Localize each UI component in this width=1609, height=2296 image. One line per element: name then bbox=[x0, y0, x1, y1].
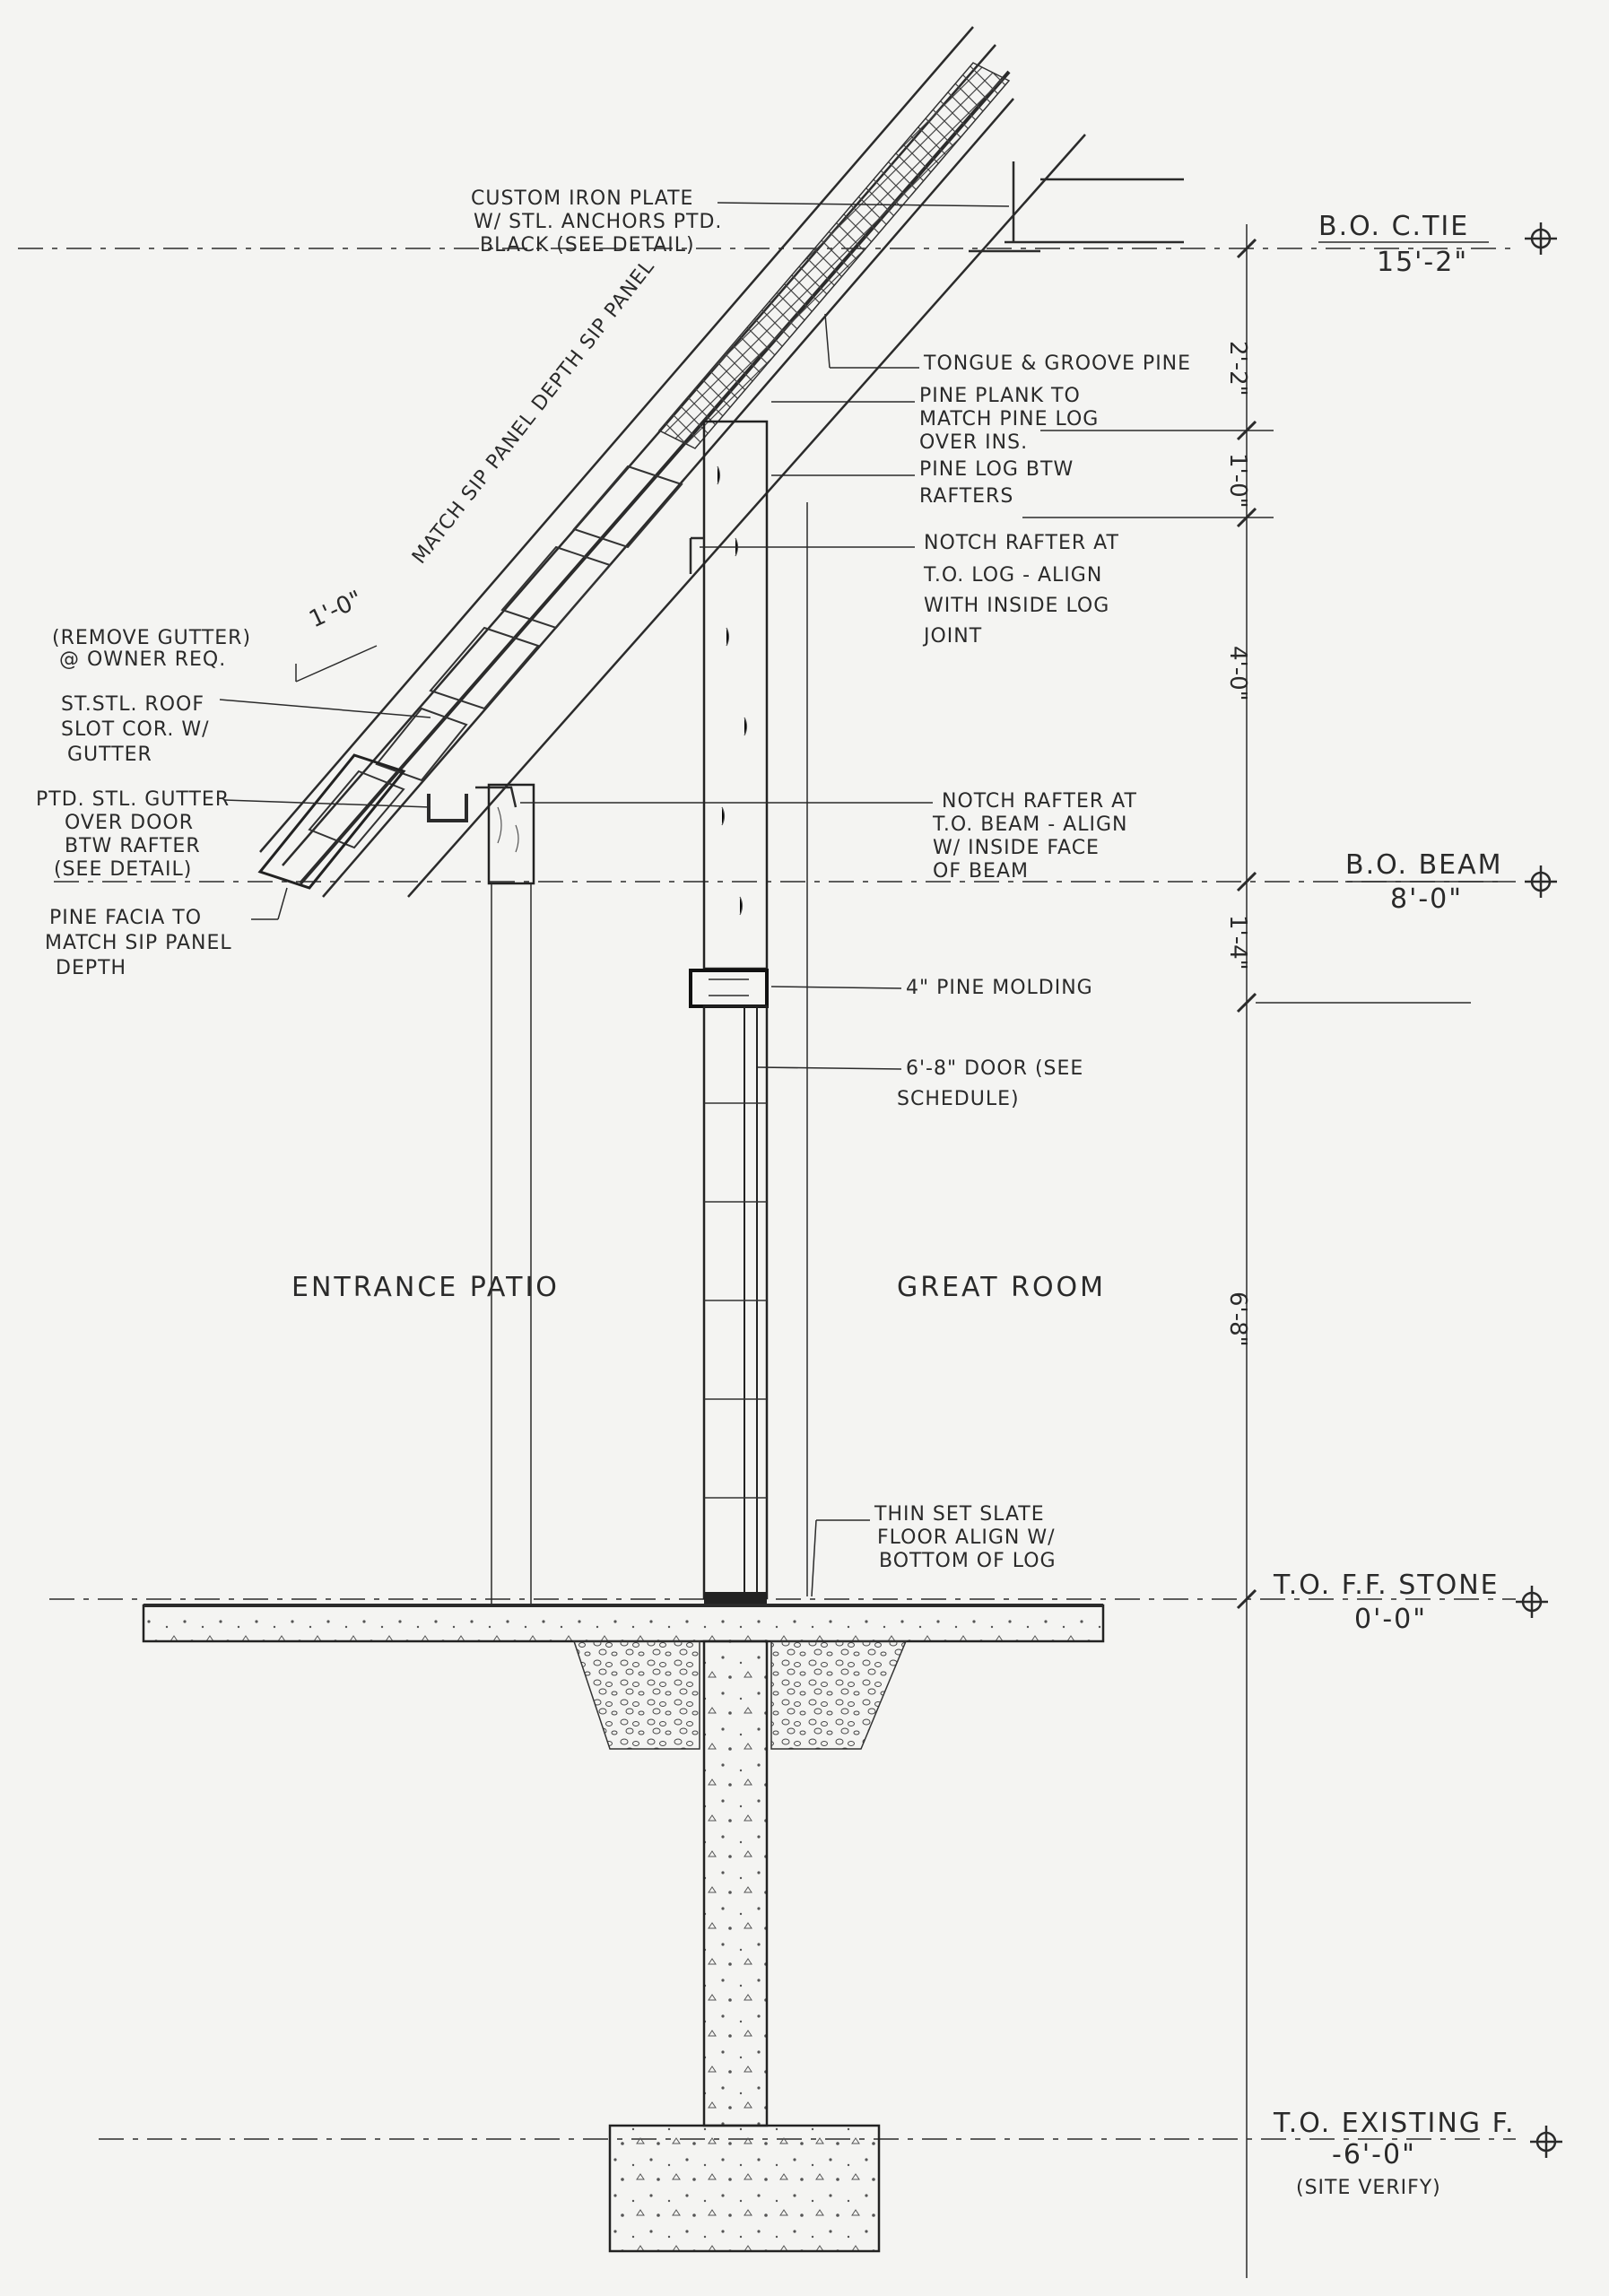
callout-line: CUSTOM IRON PLATE bbox=[471, 187, 693, 210]
callout-line: WITH INSIDE LOG bbox=[924, 595, 1109, 617]
callout-line: (SEE DETAIL) bbox=[54, 858, 192, 881]
callout-line: T.O. BEAM - ALIGN bbox=[932, 813, 1127, 836]
level-marker-to-ff-stone: T.O. F.F. STONE 0'-0" bbox=[1273, 1570, 1548, 1635]
callout-line: 4" PINE MOLDING bbox=[906, 977, 1093, 999]
door-section bbox=[702, 1004, 769, 1605]
level-elev: 15'-2" bbox=[1377, 247, 1468, 278]
dim-1-0: 1'-0" bbox=[1224, 453, 1251, 509]
callout-line: NOTCH RAFTER AT bbox=[924, 532, 1119, 554]
callout-line: BLACK (SEE DETAIL) bbox=[480, 234, 695, 257]
level-name: T.O. F.F. STONE bbox=[1273, 1570, 1500, 1601]
room-label-great-room: GREAT ROOM bbox=[897, 1272, 1106, 1303]
dim-1-4: 1'-4" bbox=[1224, 915, 1251, 970]
callout-line: MATCH SIP PANEL bbox=[45, 932, 232, 954]
callout-line: OF BEAM bbox=[933, 860, 1029, 883]
level-name: B.O. C.TIE bbox=[1318, 211, 1469, 242]
callout-line: OVER INS. bbox=[919, 431, 1028, 454]
level-lines bbox=[18, 248, 1516, 2140]
callout-line: W/ STL. ANCHORS PTD. bbox=[474, 211, 722, 233]
callout-line: OVER DOOR bbox=[65, 812, 194, 834]
callout-tongue-groove: TONGUE & GROOVE PINE bbox=[824, 313, 1191, 375]
foundation-stem-wall bbox=[702, 1639, 769, 2127]
callout-line: NOTCH RAFTER AT bbox=[942, 790, 1137, 813]
beam-left bbox=[487, 783, 535, 885]
callout-pine-log: PINE LOG BTW RAFTERS bbox=[771, 458, 1074, 508]
dim-2-2: 2'-2" bbox=[1224, 341, 1251, 396]
roof-sip-label: MATCH SIP PANEL DEPTH SIP PANEL bbox=[408, 256, 659, 569]
callout-line: PINE FACIA TO bbox=[49, 907, 202, 929]
callout-line: W/ INSIDE FACE bbox=[933, 837, 1100, 859]
floor-slab bbox=[142, 1604, 1105, 1643]
callout-line: SLOT COR. W/ bbox=[61, 718, 210, 741]
callout-line: BOTTOM OF LOG bbox=[879, 1550, 1057, 1572]
gravel-fill bbox=[572, 1640, 908, 1750]
callout-line: GUTTER bbox=[67, 744, 152, 766]
callout-line: DEPTH bbox=[56, 957, 126, 979]
level-marker-bo-c-tie: B.O. C.TIE 15'-2" bbox=[1318, 211, 1557, 278]
callout-pine-plank: PINE PLANK TO MATCH PINE LOG OVER INS. bbox=[771, 385, 1099, 454]
callout-roof-slot: ST.STL. ROOF SLOT COR. W/ GUTTER bbox=[61, 693, 431, 766]
level-name: T.O. EXISTING F. bbox=[1273, 2108, 1516, 2139]
callout-line: ST.STL. ROOF bbox=[61, 693, 204, 716]
pine-molding bbox=[689, 969, 769, 1008]
callout-line: FLOOR ALIGN W/ bbox=[877, 1526, 1056, 1549]
callout-slate: THIN SET SLATE FLOOR ALIGN W/ BOTTOM OF … bbox=[811, 1503, 1057, 1597]
callout-ptd-gutter: PTD. STL. GUTTER OVER DOOR BTW RAFTER (S… bbox=[36, 788, 431, 881]
callout-line: PINE PLANK TO bbox=[919, 385, 1081, 407]
callout-line: 6'-8" DOOR (SEE bbox=[906, 1057, 1083, 1080]
callout-molding: 4" PINE MOLDING bbox=[770, 977, 1093, 999]
level-elev: 0'-0" bbox=[1354, 1604, 1427, 1635]
dim-6-8: 6'-8" bbox=[1224, 1292, 1251, 1347]
level-marker-to-existing-f: T.O. EXISTING F. -6'-0" (SITE VERIFY) bbox=[1273, 2108, 1562, 2199]
guide-lines bbox=[491, 502, 808, 1605]
callout-door: 6'-8" DOOR (SEE SCHEDULE) bbox=[757, 1057, 1083, 1110]
callout-line: JOINT bbox=[922, 625, 982, 648]
callout-line: PINE LOG BTW bbox=[919, 458, 1074, 481]
dim-roof-eave: 1'-0" bbox=[305, 586, 366, 633]
callout-line: RAFTERS bbox=[919, 485, 1013, 508]
callout-line: (REMOVE GUTTER) bbox=[52, 627, 251, 649]
callout-line: PTD. STL. GUTTER bbox=[36, 788, 230, 811]
callout-line: BTW RAFTER bbox=[65, 835, 201, 857]
level-name: B.O. BEAM bbox=[1345, 849, 1503, 881]
callout-line: SCHEDULE) bbox=[897, 1088, 1020, 1110]
level-note: (SITE VERIFY) bbox=[1296, 2177, 1441, 2199]
callout-line: THIN SET SLATE bbox=[874, 1503, 1045, 1526]
level-elev: -6'-0" bbox=[1332, 2139, 1416, 2170]
level-elev: 8'-0" bbox=[1390, 883, 1463, 915]
callout-iron-plate: CUSTOM IRON PLATE W/ STL. ANCHORS PTD. B… bbox=[471, 187, 1010, 257]
callout-notch-beam: NOTCH RAFTER AT T.O. BEAM - ALIGN W/ INS… bbox=[520, 790, 1137, 883]
callout-notch-log: NOTCH RAFTER AT T.O. LOG - ALIGN WITH IN… bbox=[700, 532, 1119, 648]
callout-fascia: PINE FACIA TO MATCH SIP PANEL DEPTH bbox=[45, 887, 288, 979]
wall-log bbox=[689, 420, 769, 970]
callout-line: MATCH PINE LOG bbox=[919, 408, 1099, 430]
room-label-entrance-patio: ENTRANCE PATIO bbox=[291, 1272, 560, 1303]
dim-4-0: 4'-0" bbox=[1224, 646, 1251, 701]
footing bbox=[608, 2124, 881, 2253]
callout-line: T.O. LOG - ALIGN bbox=[923, 564, 1102, 587]
callout-remove-gutter: (REMOVE GUTTER) @ OWNER REQ. bbox=[52, 627, 251, 671]
callout-line: TONGUE & GROOVE PINE bbox=[923, 352, 1191, 375]
dimension-string: 2'-2" 1'-0" 4'-0" 1'-4" 6'-8" bbox=[1022, 224, 1471, 2278]
callout-line: @ OWNER REQ. bbox=[59, 648, 226, 671]
level-marker-bo-beam: B.O. BEAM 8'-0" bbox=[1345, 849, 1557, 915]
